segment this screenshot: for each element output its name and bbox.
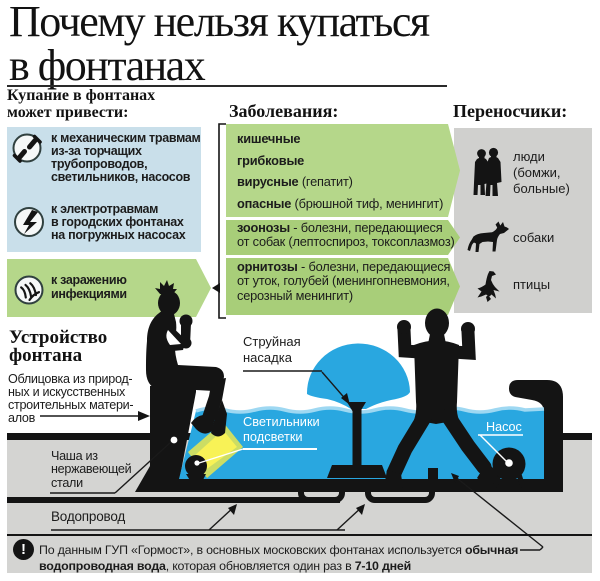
svg-text:Насос: Насос [486,420,522,434]
